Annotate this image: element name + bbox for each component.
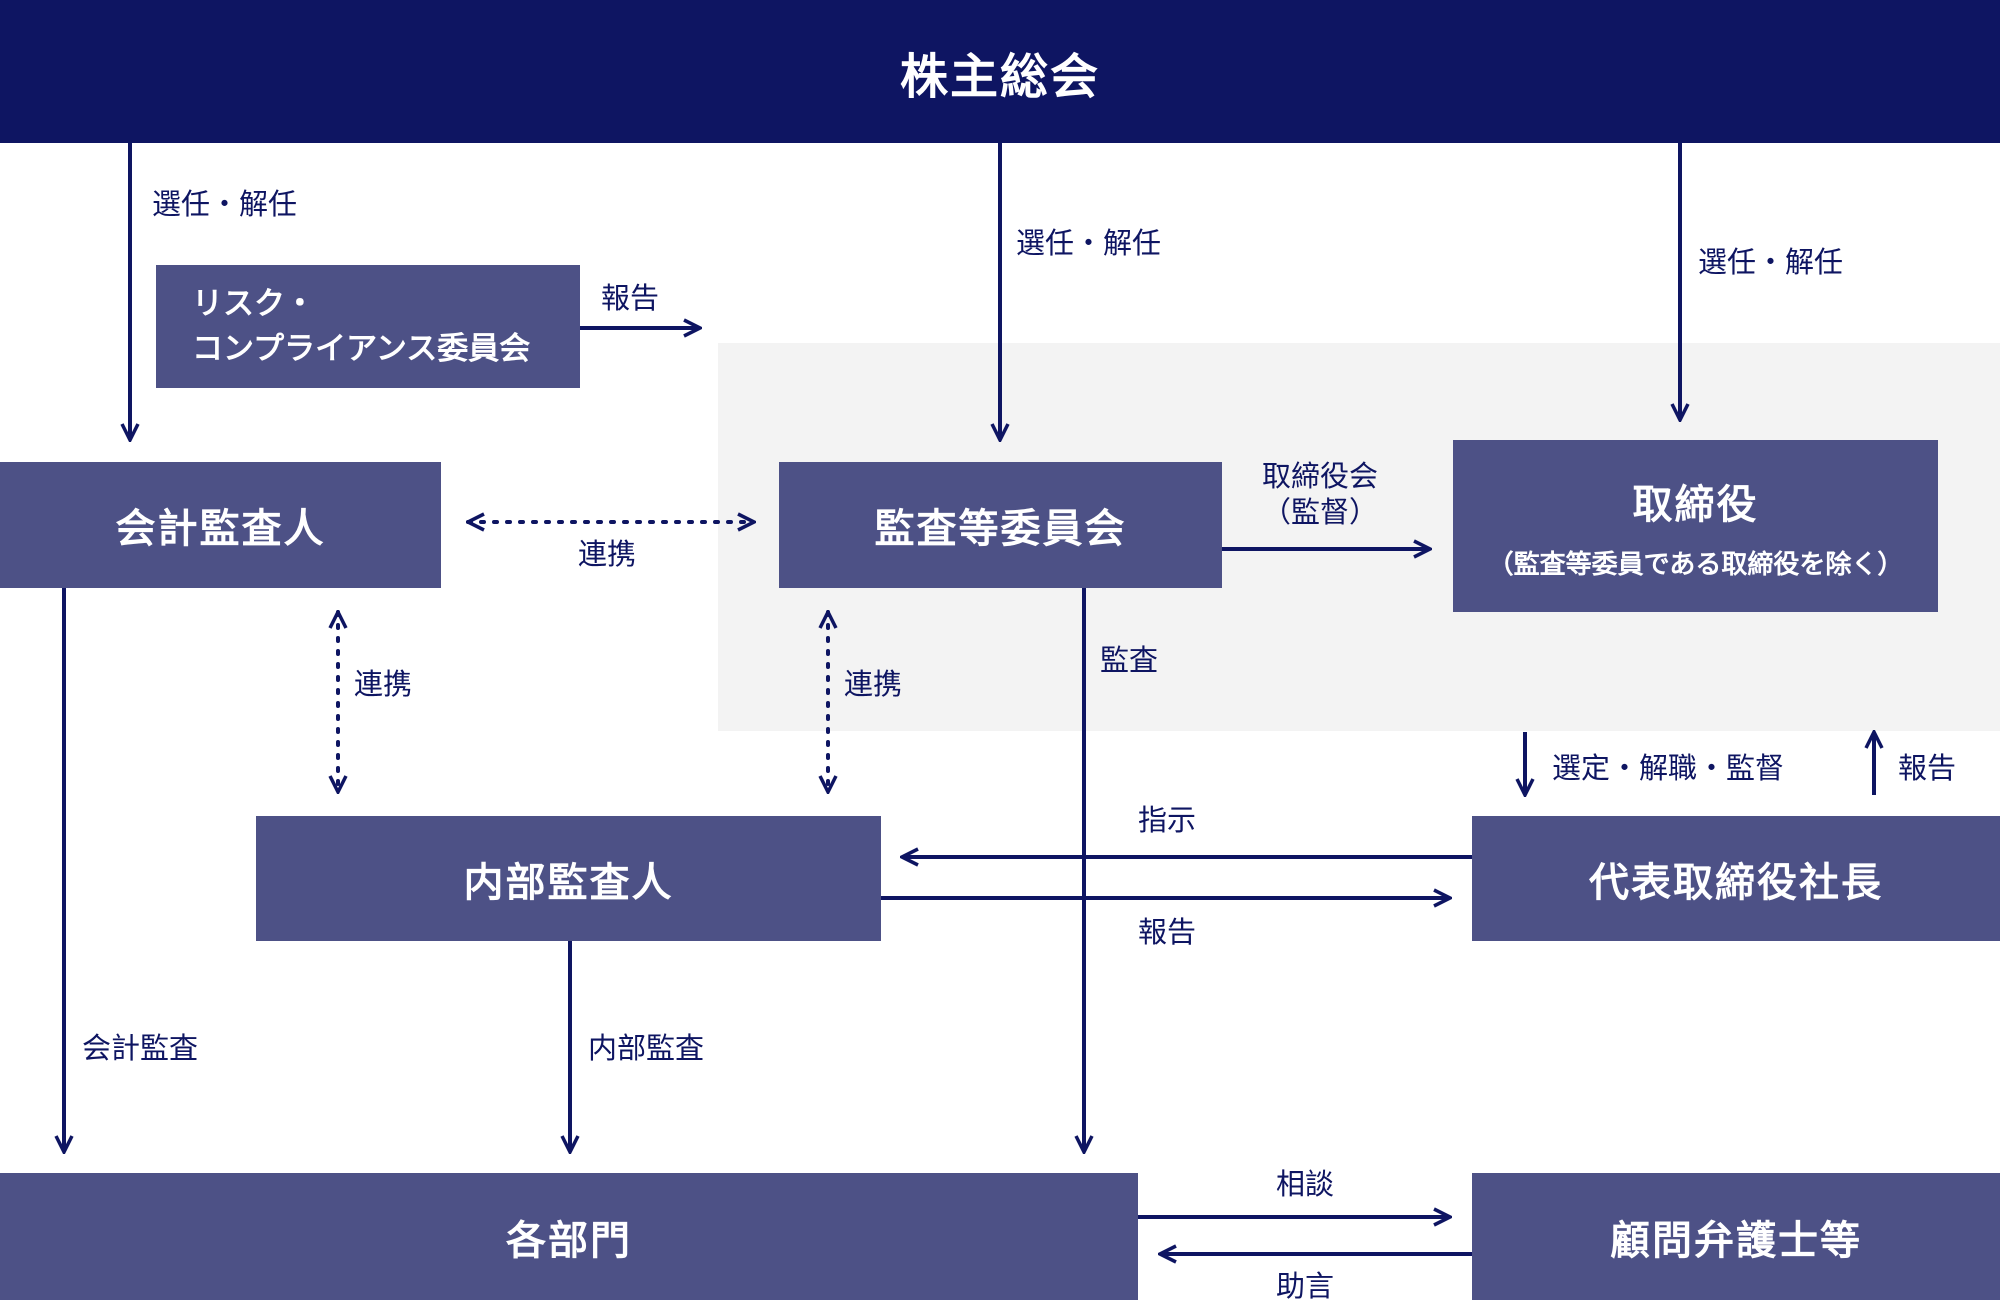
shareholders-meeting-node: 株主総会 xyxy=(0,0,2000,143)
departments-node: 各部門 xyxy=(0,1173,1138,1300)
legal-advisors-node: 顧問弁護士等 xyxy=(1472,1173,2000,1300)
directors-label: 取締役 xyxy=(1632,481,1759,528)
risk-compliance-committee-node: リスク・ コンプライアンス委員会 xyxy=(156,265,580,388)
label-instruction: 指示 xyxy=(1138,803,1197,837)
accounting-auditor-label: 会計監査人 xyxy=(115,506,326,552)
internal-auditor-node: 内部監査人 xyxy=(256,816,881,941)
label-accounting-audit: 会計監査 xyxy=(82,1031,199,1065)
label-consultation: 相談 xyxy=(1276,1167,1335,1201)
label-cooperation-center: 連携 xyxy=(844,667,903,701)
directors-node: 取締役 （監査等委員である取締役を除く） xyxy=(1453,440,1938,612)
shareholders-meeting-label: 株主総会 xyxy=(899,48,1100,105)
departments-label: 各部門 xyxy=(506,1217,632,1264)
label-president-report-up: 報告 xyxy=(1898,751,1957,785)
label-appoint-dismiss-left: 選任・解任 xyxy=(152,187,298,221)
audit-committee-node: 監査等委員会 xyxy=(779,462,1222,588)
president-label: 代表取締役社長 xyxy=(1589,859,1883,906)
label-appoint-dismiss-center: 選任・解任 xyxy=(1016,226,1162,260)
accounting-auditor-node: 会計監査人 xyxy=(0,462,441,588)
label-board-supervision: 取締役会 （監督） xyxy=(1262,458,1378,531)
audit-committee-label: 監査等委員会 xyxy=(874,506,1127,552)
label-internal-audit: 内部監査 xyxy=(588,1031,705,1065)
directors-note: （監査等委員である取締役を除く） xyxy=(1487,549,1904,580)
label-board-line1: 取締役会 xyxy=(1262,459,1379,493)
label-advice: 助言 xyxy=(1276,1269,1335,1303)
risk-compliance-label-line1: リスク・ xyxy=(192,285,316,322)
label-cooperation-horizontal: 連携 xyxy=(578,537,637,571)
label-selection-supervision: 選定・解職・監督 xyxy=(1552,751,1785,785)
label-risk-report: 報告 xyxy=(601,281,660,315)
president-node: 代表取締役社長 xyxy=(1472,816,2000,941)
label-audit: 監査 xyxy=(1100,643,1159,677)
label-cooperation-left: 連携 xyxy=(354,667,413,701)
legal-advisors-label: 顧問弁護士等 xyxy=(1610,1217,1862,1264)
label-appoint-dismiss-right: 選任・解任 xyxy=(1698,245,1844,279)
internal-auditor-label: 内部監査人 xyxy=(463,859,674,906)
risk-compliance-label-line2: コンプライアンス委員会 xyxy=(192,330,531,367)
label-board-line2: （監督） xyxy=(1262,495,1379,530)
label-internal-report: 報告 xyxy=(1138,915,1197,949)
